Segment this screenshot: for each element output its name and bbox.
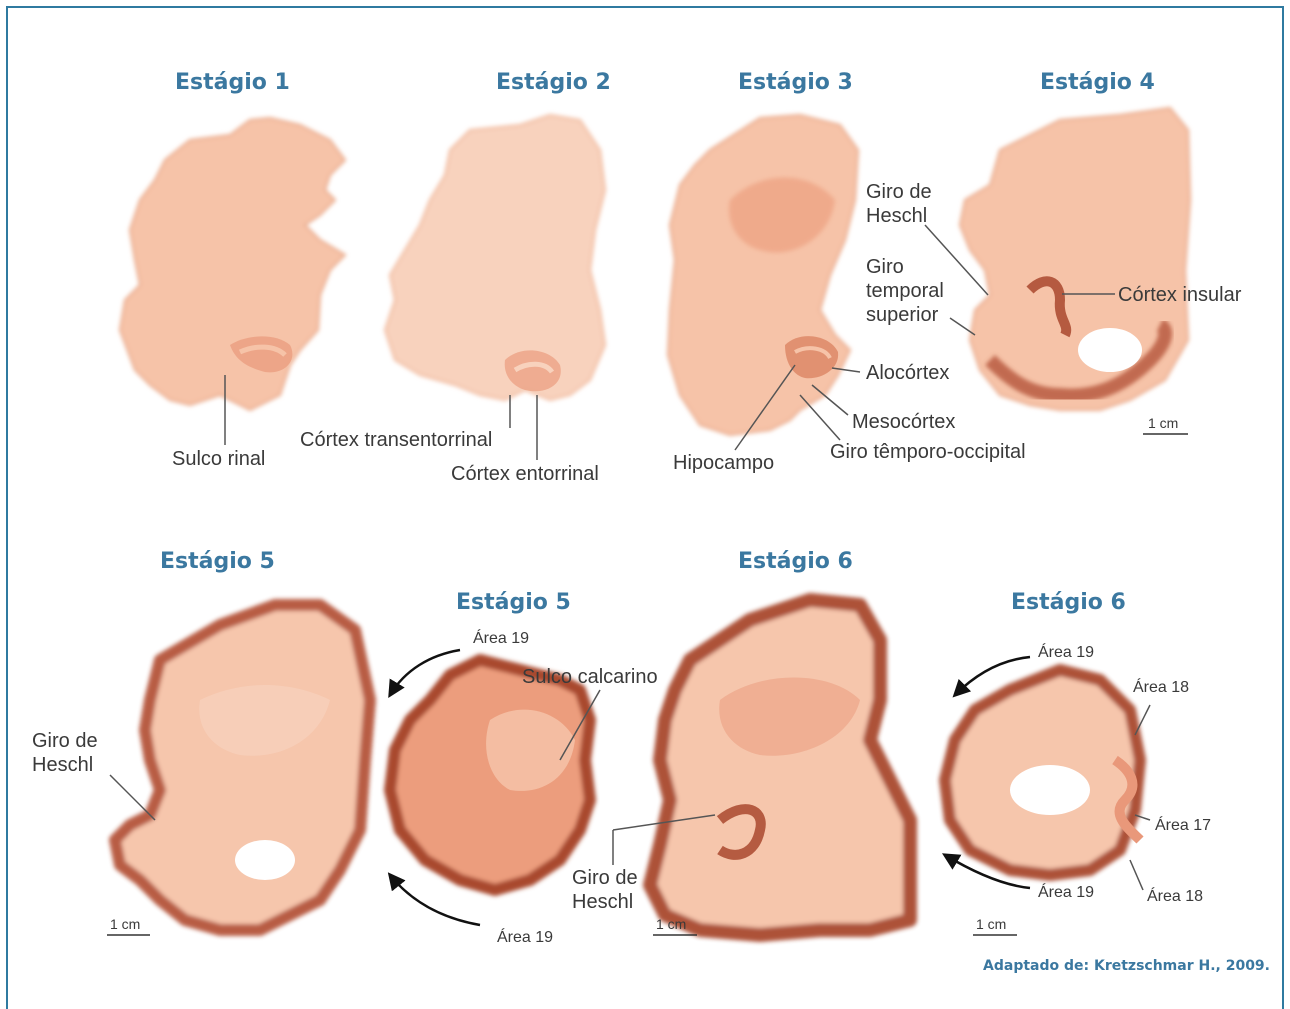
stage-2-title: Estágio 2	[496, 70, 611, 95]
label-cortex-insular: Córtex insular	[1118, 283, 1241, 307]
stage-1-title: Estágio 1	[175, 70, 290, 95]
label-alocortex: Alocórtex	[866, 361, 949, 385]
brain-section-stage4	[960, 108, 1190, 410]
label-area19-stage5-bottom: Área 19	[497, 928, 553, 948]
scale-label-stage6-occipital: 1 cm	[976, 916, 1006, 932]
stage-6-title-coronal: Estágio 6	[738, 549, 853, 574]
label-hipocampo: Hipocampo	[673, 451, 774, 475]
label-sulco-calcarino: Sulco calcarino	[522, 665, 658, 689]
label-area17-stage6: Área 17	[1155, 816, 1211, 836]
label-area19-stage6-bottom: Área 19	[1038, 883, 1094, 903]
stage-3-title: Estágio 3	[738, 70, 853, 95]
brain-section-stage2	[385, 115, 605, 400]
stage-6-title-occipital: Estágio 6	[1011, 590, 1126, 615]
label-giro-heschl-stage6: Giro de Heschl	[572, 866, 638, 914]
source-credit: Adaptado de: Kretzschmar H., 2009.	[983, 958, 1270, 974]
brain-section-stage6-coronal	[650, 600, 910, 935]
label-cortex-entorrinal: Córtex entorrinal	[451, 462, 599, 486]
label-cortex-transentorrinal: Córtex transentorrinal	[300, 428, 492, 452]
stage-5-title-coronal: Estágio 5	[160, 549, 275, 574]
brain-section-stage5-coronal	[115, 605, 370, 930]
label-area19-stage5-top: Área 19	[473, 629, 529, 649]
stage-5-title-occipital: Estágio 5	[456, 590, 571, 615]
brain-section-stage1	[120, 118, 345, 410]
brain-section-stage3	[668, 115, 858, 435]
label-area19-stage6-top: Área 19	[1038, 643, 1094, 663]
brain-section-stage6-occipital	[945, 670, 1140, 875]
label-giro-temporal-superior: Giro temporal superior	[866, 255, 944, 327]
label-area18-stage6-bottom: Área 18	[1147, 887, 1203, 907]
scale-label-stage4: 1 cm	[1148, 415, 1178, 431]
scale-label-stage5: 1 cm	[110, 916, 140, 932]
scale-label-stage6-coronal: 1 cm	[656, 916, 686, 932]
label-giro-heschl-stage5: Giro de Heschl	[32, 729, 98, 777]
label-giro-temporo-occipital: Giro têmporo-occipital	[830, 440, 1026, 464]
label-giro-heschl-stage4: Giro de Heschl	[866, 180, 932, 228]
label-sulco-rinal: Sulco rinal	[172, 447, 265, 471]
brain-section-stage5-occipital	[390, 660, 590, 890]
label-mesocortex: Mesocórtex	[852, 410, 955, 434]
stage-4-title: Estágio 4	[1040, 70, 1155, 95]
label-area18-stage6-top: Área 18	[1133, 678, 1189, 698]
